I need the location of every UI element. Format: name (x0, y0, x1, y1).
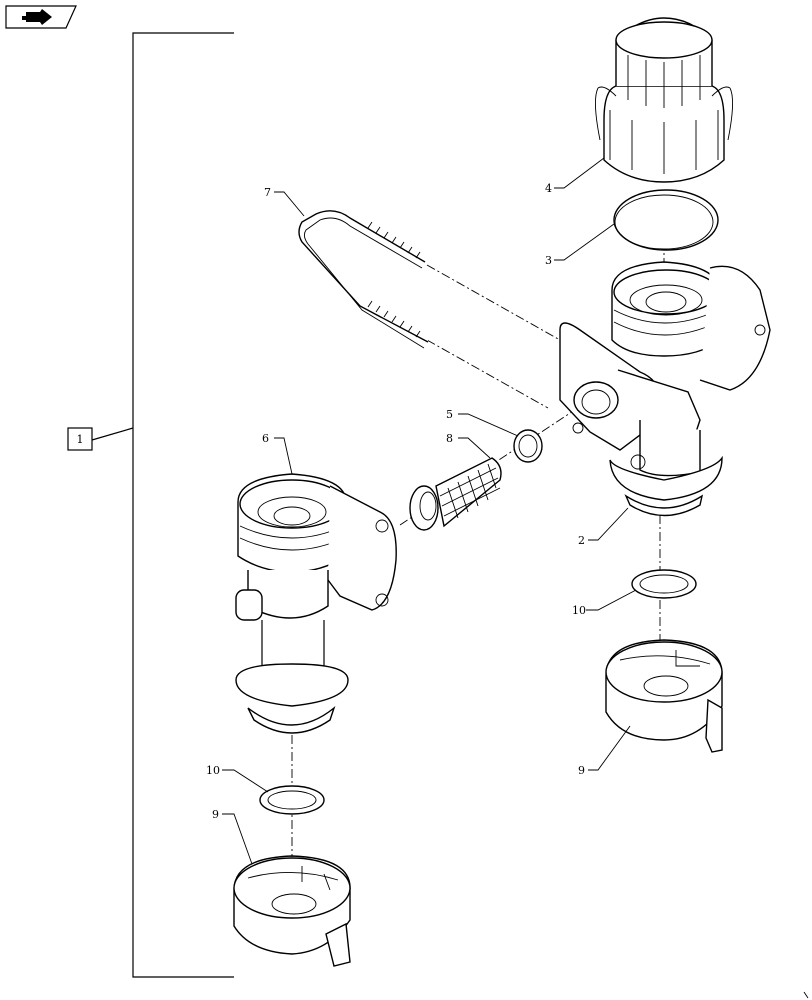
o-ring-small-part (513, 429, 543, 463)
callout-9-left: 9 (212, 808, 219, 821)
assembly-bracket: 1 (67, 32, 234, 978)
callout-2: 2 (578, 534, 585, 547)
corner-mark (803, 991, 809, 999)
callout-10-right: 10 (572, 604, 586, 617)
callout-8: 8 (446, 432, 453, 445)
valve-body-part (559, 261, 771, 517)
callout-6: 6 (262, 432, 269, 445)
assembly-label: 1 (77, 433, 84, 446)
cap-part (595, 17, 733, 183)
assembly-label-box (67, 427, 93, 451)
callout-7: 7 (264, 186, 271, 199)
nozzle-cap-left-part (233, 855, 351, 967)
callout-10-left: 10 (206, 764, 220, 777)
next-page-button[interactable] (5, 5, 77, 29)
callout-9-right: 9 (578, 764, 585, 777)
strainer-part (409, 457, 502, 531)
leader-lines (222, 157, 637, 865)
nozzle-cap-right-part (605, 639, 723, 753)
callout-3: 3 (545, 254, 552, 267)
next-page-arrow-icon (22, 9, 52, 25)
o-ring-right-part (631, 569, 697, 599)
o-ring-left-part (259, 785, 325, 815)
callout-labels: 4 3 7 5 8 6 2 10 9 10 9 (206, 182, 586, 821)
valve-body-left-part (235, 473, 397, 734)
callout-5: 5 (446, 408, 453, 421)
u-bolt-part (298, 210, 429, 349)
seal-disc-part (613, 189, 719, 251)
callout-4: 4 (545, 182, 552, 195)
